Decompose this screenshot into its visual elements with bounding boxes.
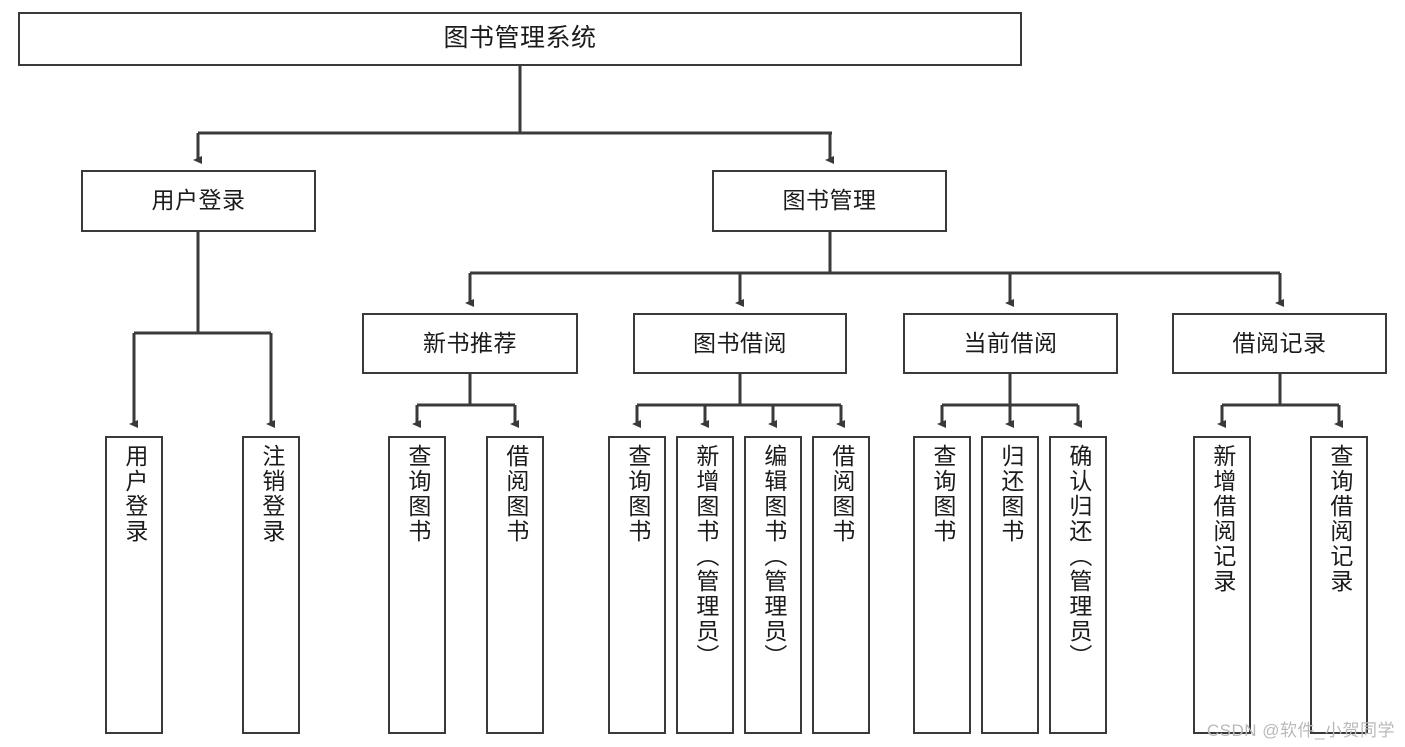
node-root-system[interactable]: 图书管理系统 xyxy=(18,12,1022,66)
node-label: 查询图书 xyxy=(929,444,956,544)
node-label: 新书推荐 xyxy=(423,329,517,356)
node-label: 图书管理系统 xyxy=(443,24,597,53)
leaf-recommend-query-book[interactable]: 查询图书 xyxy=(388,436,446,734)
leaf-record-add-record[interactable]: 新增借阅记录 xyxy=(1193,436,1251,734)
leaf-logout[interactable]: 注销登录 xyxy=(242,436,300,734)
node-label: 编辑图书（管理员） xyxy=(760,444,787,669)
node-book-management[interactable]: 图书管理 xyxy=(712,170,947,232)
node-label: 查询图书 xyxy=(404,444,431,544)
node-label: 用户登录 xyxy=(151,187,246,214)
node-label: 图书借阅 xyxy=(693,329,787,356)
node-user-login[interactable]: 用户登录 xyxy=(81,170,316,232)
node-label: 新增图书（管理员） xyxy=(692,444,719,669)
node-label: 新增借阅记录 xyxy=(1209,444,1236,594)
node-new-book-recommend[interactable]: 新书推荐 xyxy=(362,313,578,374)
leaf-borrow-edit-book[interactable]: 编辑图书（管理员） xyxy=(744,436,802,734)
leaf-current-return-book[interactable]: 归还图书 xyxy=(981,436,1039,734)
node-borrow-record[interactable]: 借阅记录 xyxy=(1172,313,1387,374)
leaf-current-confirm-return[interactable]: 确认归还（管理员） xyxy=(1049,436,1107,734)
node-label: 当前借阅 xyxy=(963,329,1058,356)
leaf-user-login[interactable]: 用户登录 xyxy=(105,436,163,734)
node-label: 借阅图书 xyxy=(828,444,855,544)
leaf-current-query-book[interactable]: 查询图书 xyxy=(913,436,971,734)
node-book-borrow[interactable]: 图书借阅 xyxy=(633,313,847,374)
leaf-recommend-borrow-book[interactable]: 借阅图书 xyxy=(486,436,544,734)
watermark: CSDN @软件_小贺同学 xyxy=(1206,721,1395,740)
node-label: 图书管理 xyxy=(782,187,877,214)
leaf-borrow-add-book[interactable]: 新增图书（管理员） xyxy=(676,436,734,734)
leaf-borrow-query-book[interactable]: 查询图书 xyxy=(608,436,666,734)
leaf-record-query-record[interactable]: 查询借阅记录 xyxy=(1310,436,1368,734)
node-label: 借阅图书 xyxy=(502,444,529,544)
node-label: 查询借阅记录 xyxy=(1326,444,1353,594)
node-label: 归还图书 xyxy=(997,444,1024,544)
node-label: 用户登录 xyxy=(121,444,148,544)
node-label: 注销登录 xyxy=(258,444,285,544)
node-label: 确认归还（管理员） xyxy=(1065,444,1092,669)
node-label: 借阅记录 xyxy=(1232,329,1327,356)
leaf-borrow-borrow-book[interactable]: 借阅图书 xyxy=(812,436,870,734)
node-label: 查询图书 xyxy=(624,444,651,544)
node-current-borrow[interactable]: 当前借阅 xyxy=(903,313,1118,374)
